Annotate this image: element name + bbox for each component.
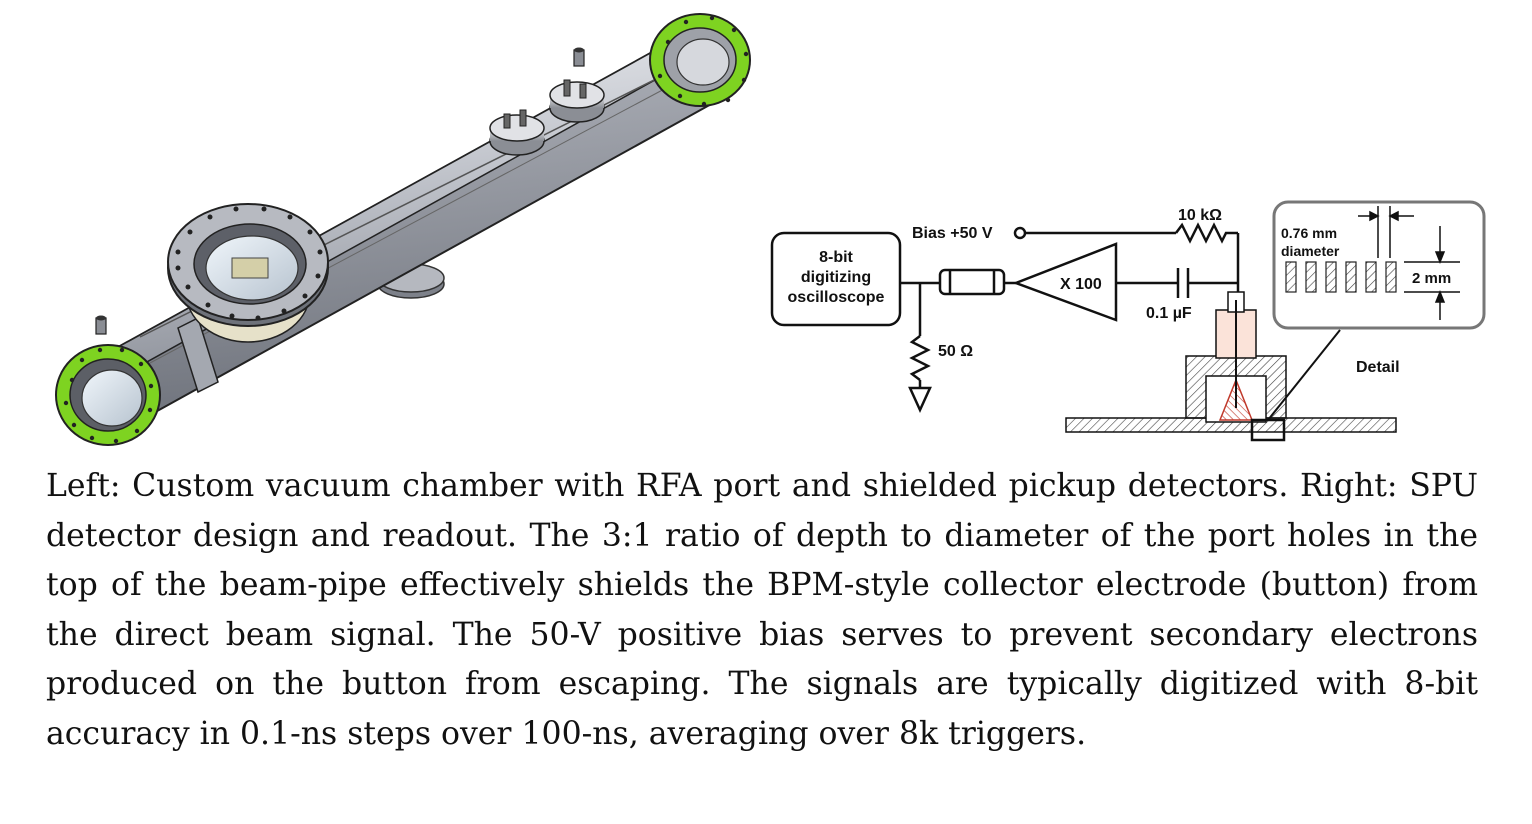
resistor-10k (1175, 222, 1238, 244)
feedthrough-pins (95, 47, 585, 335)
port-holes (1285, 261, 1397, 293)
osc-label-line2: digitizing (801, 269, 871, 286)
resistor-50-label: 50 Ω (938, 343, 973, 360)
resistor-10k-label: 10 kΩ (1178, 207, 1222, 224)
bias-label: Bias +50 V (912, 225, 993, 242)
pickup-detector-port-2 (549, 79, 605, 123)
schematic-labels: 8-bit digitizing oscilloscope Bias +50 V… (788, 207, 1452, 376)
figure: 8-bit digitizing oscilloscope Bias +50 V… (55, 13, 1486, 446)
oscilloscope-box (770, 231, 902, 327)
ground-symbol (908, 386, 932, 414)
right-end-flange (649, 13, 751, 107)
left-end-flange (55, 344, 161, 446)
depth-label: 2 mm (1412, 270, 1451, 287)
osc-label-line1: 8-bit (819, 249, 853, 266)
figure-caption: Left: Custom vacuum chamber with RFA por… (46, 468, 1478, 752)
bias-terminal (1013, 226, 1027, 240)
capacitor-label: 0.1 µF (1146, 305, 1192, 322)
detail-label: Detail (1356, 359, 1400, 376)
hole-diameter-label-line1: 0.76 mm (1281, 225, 1337, 241)
rfa-port-flange (167, 203, 329, 343)
amplifier-label: X 100 (1060, 276, 1102, 293)
vacuum-chamber-drawing (55, 13, 751, 446)
spu-detector-assembly (1065, 291, 1397, 442)
spu-schematic (770, 222, 1240, 414)
pickup-detector-port-1 (489, 109, 545, 156)
osc-label-line3: oscilloscope (788, 289, 885, 306)
hole-diameter-label-line2: diameter (1281, 243, 1340, 259)
detail-inset (1272, 200, 1486, 330)
resistor-50 (909, 335, 931, 381)
